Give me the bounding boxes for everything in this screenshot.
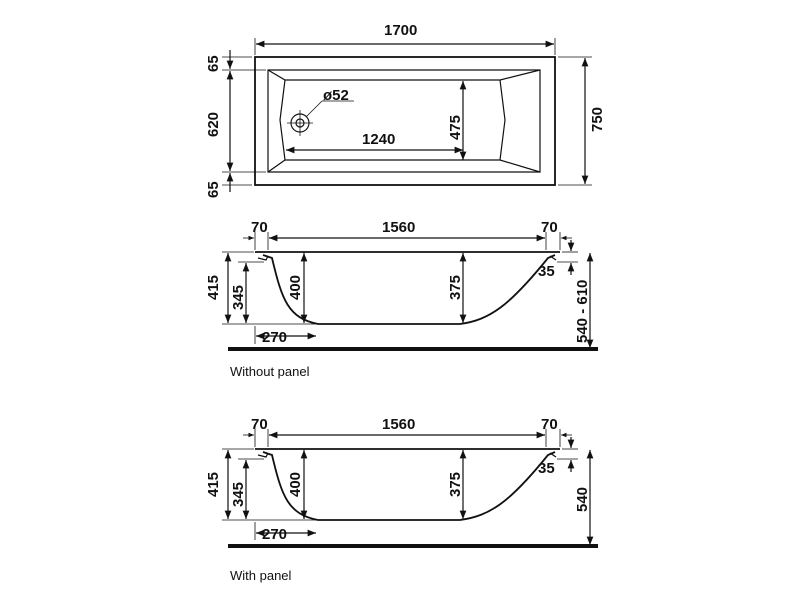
tub-profile — [262, 254, 556, 325]
waste-diameter-label: ø52 — [323, 87, 349, 104]
depth-left-label: 400 — [287, 275, 304, 300]
top-view: ø52 1700 750 65 620 65 1240 475 — [205, 22, 606, 198]
inner-height-label: 345 — [230, 482, 247, 507]
side-view-without-panel: 70 1560 70 415 345 400 375 35 540 - 610 — [205, 219, 598, 379]
rim-left-label: 70 — [251, 416, 268, 433]
rim-drop-label: 35 — [538, 263, 555, 280]
tub-outline — [254, 56, 556, 186]
rim-drop-label: 35 — [538, 460, 555, 477]
depth-right-label: 375 — [447, 472, 464, 497]
tub-bottom-outline — [267, 69, 541, 173]
rim-bottom-label: 65 — [205, 181, 222, 198]
rim-right-label: 70 — [541, 416, 558, 433]
rim-right-label: 70 — [541, 219, 558, 236]
rim-top-label: 65 — [205, 55, 222, 72]
rim-left-label: 70 — [251, 219, 268, 236]
depth-left-label: 400 — [287, 472, 304, 497]
waste-hole-icon — [287, 110, 313, 136]
height-label: 540 — [574, 487, 591, 512]
total-height-label: 415 — [205, 472, 222, 497]
height-range-label: 540 - 610 — [574, 280, 591, 343]
bottom-width-label: 475 — [447, 115, 464, 140]
inner-height-label: 345 — [230, 285, 247, 310]
slope-length-label: 270 — [262, 329, 287, 346]
side-view-with-panel: 70 1560 70 415 345 400 375 35 540 — [205, 416, 598, 583]
caption-without-panel: Without panel — [230, 364, 310, 379]
depth-right-label: 375 — [447, 275, 464, 300]
inner-length-label: 1560 — [382, 416, 415, 433]
caption-with-panel: With panel — [230, 568, 292, 583]
slope-length-label: 270 — [262, 526, 287, 543]
length-label: 1700 — [384, 22, 417, 39]
tub-profile — [262, 451, 556, 521]
inner-width-label: 620 — [205, 112, 222, 137]
total-height-label: 415 — [205, 275, 222, 300]
inner-length-label: 1560 — [382, 219, 415, 236]
bottom-length-label: 1240 — [362, 131, 395, 148]
width-label: 750 — [589, 107, 606, 132]
